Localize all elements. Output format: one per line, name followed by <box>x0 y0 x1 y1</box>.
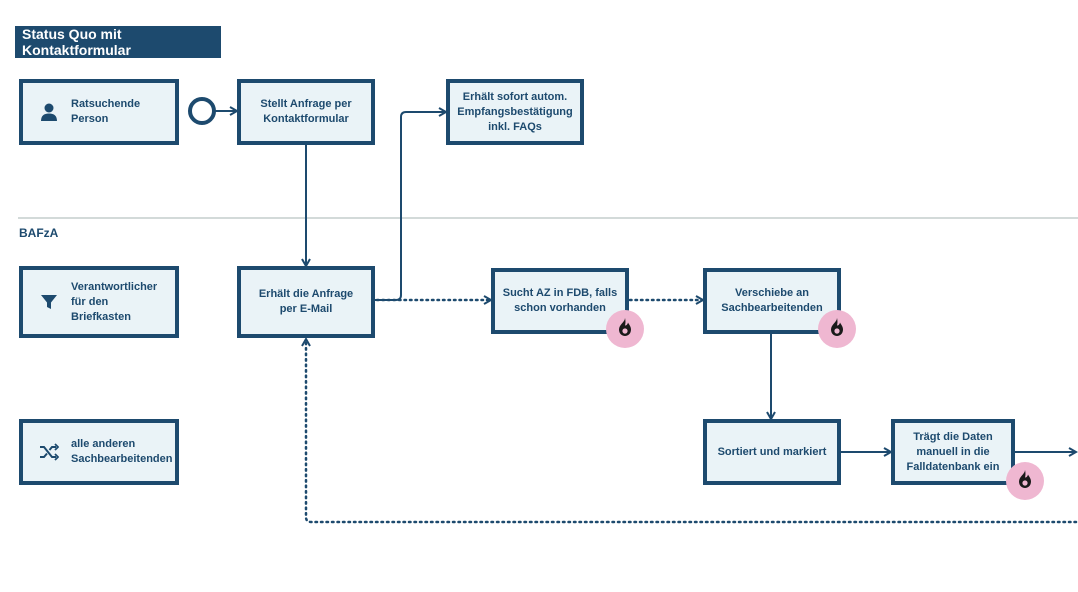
step-confirmation[interactable]: Erhält sofort autom. Empfangsbestätigung… <box>446 79 584 145</box>
step-search-az[interactable]: Sucht AZ in FDB, falls schon vorhanden <box>491 268 629 334</box>
lane-label: BAFzA <box>19 226 59 240</box>
role-alle-anderen-sachbearbeitenden[interactable]: alle anderen Sachbearbeitenden <box>19 419 179 485</box>
role-label: Ratsuchende Person <box>71 98 141 125</box>
step-label: Stellt Anfrage per Kontaktformular <box>260 98 352 125</box>
flame-icon <box>828 317 846 342</box>
person-icon <box>39 102 59 122</box>
step-email[interactable]: Erhält die Anfrage per E-Mail <box>237 266 375 338</box>
filter-icon <box>39 292 59 312</box>
dotted-loop-back-to-email <box>306 339 1078 524</box>
pain-point-marker[interactable] <box>818 310 856 348</box>
role-label: Verantwortlicher für den Briefkasten <box>71 280 158 323</box>
role-ratsuchende-person[interactable]: Ratsuchende Person <box>19 79 179 145</box>
step-label: Sortiert und markiert <box>717 445 827 458</box>
step-label: Erhält sofort autom. Empfangsbestätigung… <box>457 90 573 133</box>
role-briefkasten-verantwortlicher[interactable]: Verantwortlicher für den Briefkasten <box>19 266 179 338</box>
step-enter-data[interactable]: Trägt die Daten manuell in die Falldaten… <box>891 419 1015 485</box>
flame-icon <box>616 317 634 342</box>
start-event-circle <box>188 97 216 125</box>
pain-point-marker[interactable] <box>606 310 644 348</box>
step-label: Trägt die Daten manuell in die Falldaten… <box>906 430 1000 473</box>
shuffle-icon <box>39 442 59 462</box>
step-contact-form[interactable]: Stellt Anfrage per Kontaktformular <box>237 79 375 145</box>
lane-divider <box>18 217 1078 219</box>
diagram-title: Status Quo mit Kontaktformular <box>15 26 221 58</box>
step-label: Sucht AZ in FDB, falls schon vorhanden <box>502 287 618 314</box>
step-label: Erhält die Anfrage per E-Mail <box>258 288 354 315</box>
pain-point-marker[interactable] <box>1006 462 1044 500</box>
step-label: Verschiebe an Sachbearbeitenden <box>721 287 823 314</box>
step-sort[interactable]: Sortiert und markiert <box>703 419 841 485</box>
role-label: alle anderen Sachbearbeitenden <box>71 438 173 465</box>
arrow-email-to-confirmation <box>374 112 446 301</box>
flame-icon <box>1016 469 1034 494</box>
